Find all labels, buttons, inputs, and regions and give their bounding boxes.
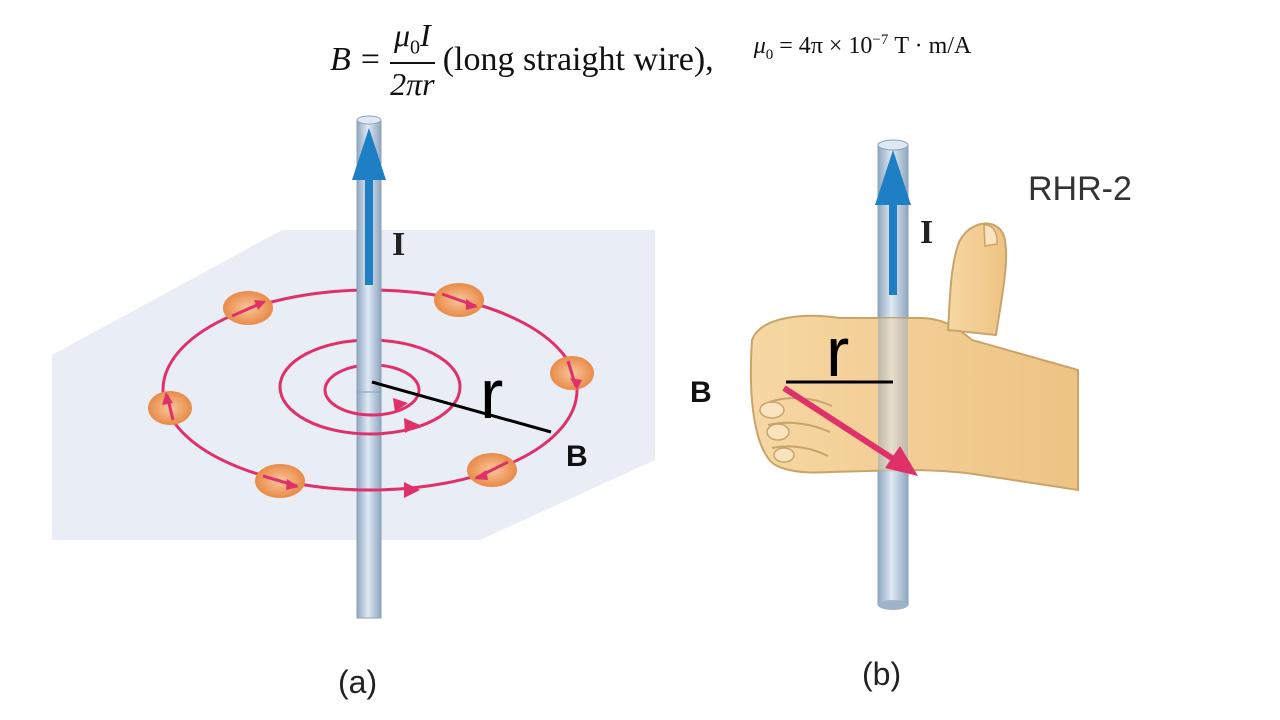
formula-note: (long straight wire),	[442, 41, 714, 78]
const-units: T · m/A	[888, 33, 972, 60]
permeability-constant: μ0 = 4π × 10−7 T · m/A	[754, 32, 972, 64]
formula-numerator: μ0I	[389, 17, 435, 64]
field-arrow-b-head	[885, 446, 918, 476]
field-label-a: B	[566, 440, 588, 473]
caption-a: (a)	[338, 664, 377, 700]
mu-subscript: 0	[410, 36, 421, 59]
wire-b-top	[877, 139, 909, 151]
current-arrow-b-shaft	[889, 195, 897, 295]
formula-denominator: 2πr	[390, 65, 435, 102]
compass-needle-icon	[255, 464, 305, 498]
hand-icon	[749, 222, 1079, 492]
field-arrow-3	[393, 398, 408, 412]
formula-lhs: B	[330, 41, 351, 78]
current-arrow-a-head	[352, 128, 386, 180]
field-arrow-b-shaft	[782, 385, 900, 465]
radius-line-a	[371, 380, 552, 434]
const-value: = 4π × 10	[773, 33, 873, 60]
current-symbol: I	[420, 17, 431, 54]
const-exponent: −7	[872, 32, 889, 49]
wire-b-bottom	[878, 600, 908, 610]
compass-needle-icon	[434, 283, 484, 317]
compass-needle-icon	[467, 453, 517, 487]
const-mu: μ	[753, 33, 766, 60]
field-arrow-2	[404, 418, 420, 433]
current-label-b: I	[920, 214, 933, 251]
formula: B = μ0I 2πr (long straight wire), μ0 = 4…	[330, 10, 971, 110]
current-arrow-a-shaft	[365, 175, 373, 285]
field-arrow-1	[404, 482, 420, 498]
mu-symbol: μ	[393, 17, 411, 54]
compass-needle-icon	[223, 291, 273, 325]
wire-a-lower	[356, 389, 382, 619]
compass-needle-icon	[148, 391, 192, 425]
formula-equals: =	[360, 41, 380, 78]
current-arrow-b-head	[875, 150, 911, 205]
field-label-b: B	[690, 376, 712, 409]
radius-label-a: r	[480, 355, 503, 433]
rhr-title: RHR-2	[1028, 170, 1132, 208]
caption-b: (b)	[862, 656, 901, 692]
panel-b: I r B RHR-2 (b)	[690, 139, 1132, 692]
const-mu-sub: 0	[765, 46, 774, 63]
radius-label-b: r	[826, 313, 849, 391]
current-label-a: I	[392, 226, 405, 263]
panel-a: I r B (a)	[52, 115, 655, 700]
compass-needle-icon	[550, 356, 594, 390]
formula-fraction: μ0I 2πr	[389, 17, 435, 102]
wire-a-top	[356, 115, 382, 125]
